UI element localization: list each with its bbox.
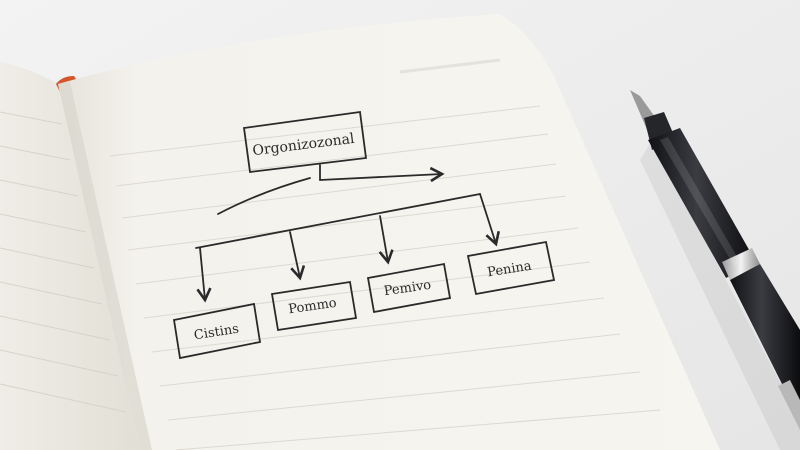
pen-shadow <box>640 140 800 450</box>
notebook-left-page <box>0 62 140 450</box>
child-node-label-2: Pommo <box>287 296 337 318</box>
child-node-label-3: Pemivo <box>383 278 432 299</box>
main-horizontal-branch <box>195 193 481 249</box>
child-node-box-2 <box>270 280 358 332</box>
arrow-to-child-4 <box>479 193 500 247</box>
pen-highlight <box>660 137 740 266</box>
org-chart-sketch <box>172 110 556 360</box>
upper-branch <box>217 177 311 215</box>
right-page-lines <box>109 105 661 450</box>
child-node-label-1: Cistins <box>193 322 240 344</box>
pen-body <box>648 128 756 278</box>
child-node-box-1 <box>172 302 262 360</box>
pen-ring <box>722 248 760 280</box>
root-node-box <box>242 110 368 173</box>
upper-branch-right <box>319 166 445 183</box>
notebook-spine-shadow <box>58 82 152 450</box>
page-header-mark <box>399 58 501 74</box>
child-node-box-3 <box>366 262 452 314</box>
left-page-lines <box>0 111 127 413</box>
arrow-to-child-2 <box>289 231 306 281</box>
pen-cap <box>730 264 800 420</box>
pen-clip <box>778 380 800 430</box>
arrow-to-child-3 <box>378 215 394 265</box>
child-node-box-4 <box>466 240 556 296</box>
ballpoint-pen <box>630 90 800 450</box>
arrow-to-child-1 <box>196 247 212 303</box>
child-node-label-4: Penina <box>486 259 533 281</box>
